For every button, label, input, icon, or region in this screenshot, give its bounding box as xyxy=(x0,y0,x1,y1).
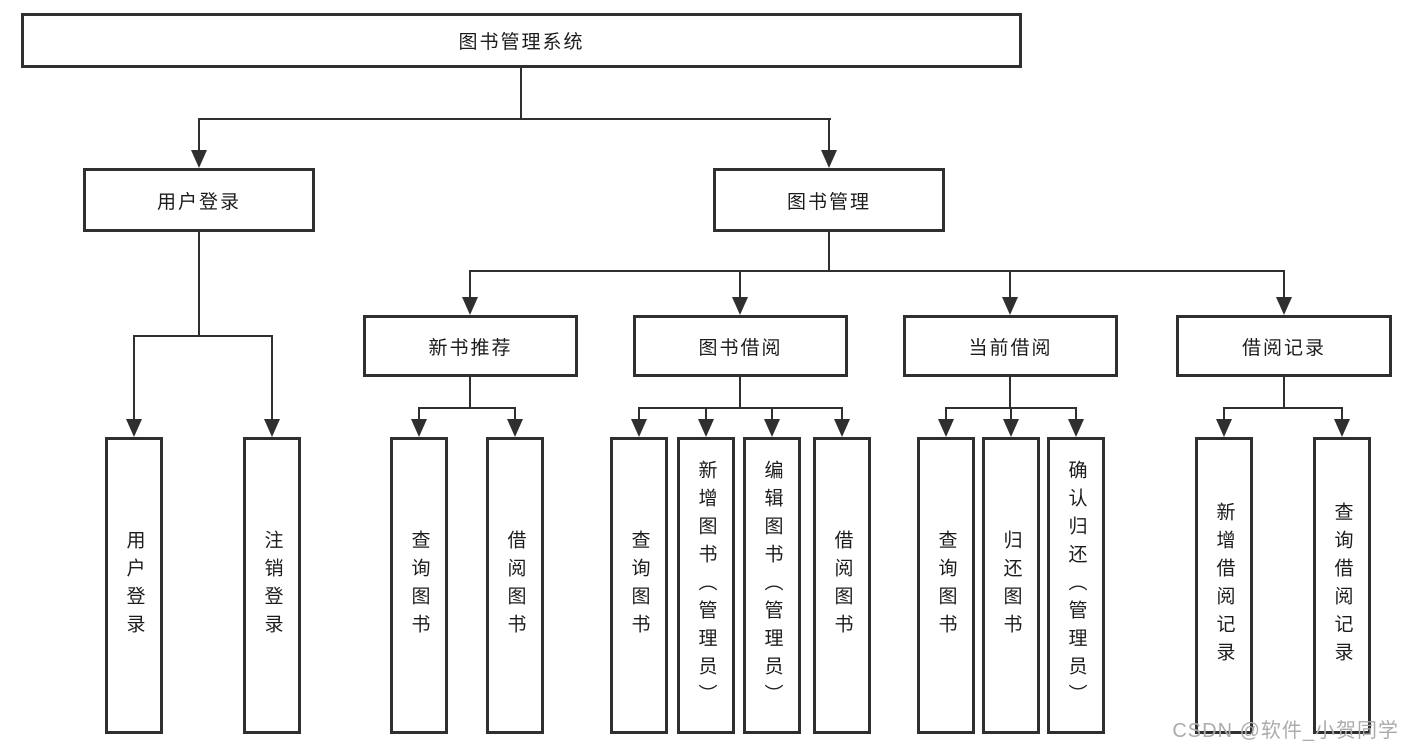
leaf-edit-book-admin: 编辑图书（管理员） xyxy=(743,437,801,734)
leaf-user-login: 用户登录 xyxy=(105,437,163,734)
leaf-label: 编辑图书（管理员） xyxy=(761,459,783,712)
leaf-label: 确认归还（管理员） xyxy=(1065,459,1087,712)
connector-level3-drop xyxy=(1283,270,1285,297)
leaf-label: 注销登录 xyxy=(261,529,283,642)
arrow-down-icon xyxy=(411,419,427,437)
connector-current-stem xyxy=(1009,377,1011,407)
leaf-logout: 注销登录 xyxy=(243,437,301,734)
arrow-down-icon xyxy=(834,419,850,437)
arrow-down-icon xyxy=(191,150,207,168)
connector-leaf-drop xyxy=(418,407,420,421)
node-new-book-recommend: 新书推荐 xyxy=(363,315,578,377)
connector-borrowing-rail xyxy=(638,407,843,409)
connector-recommend-rail xyxy=(418,407,516,409)
node-book-borrowing-label: 图书借阅 xyxy=(698,337,783,359)
node-new-book-recommend-label: 新书推荐 xyxy=(428,337,513,359)
arrow-down-icon xyxy=(1002,297,1018,315)
leaf-add-borrow-record: 新增借阅记录 xyxy=(1195,437,1253,734)
leaf-label: 查询图书 xyxy=(935,529,957,642)
leaf-label: 查询图书 xyxy=(408,529,430,642)
leaf-label: 借阅图书 xyxy=(831,529,853,642)
arrow-down-icon xyxy=(264,419,280,437)
arrow-down-icon xyxy=(732,297,748,315)
arrow-down-icon xyxy=(938,419,954,437)
connector-leaf-drop xyxy=(1010,407,1012,421)
connector-level3-drop xyxy=(1009,270,1011,297)
connector-leaf-drop xyxy=(271,335,273,419)
node-user-login-label: 用户登录 xyxy=(156,191,241,213)
leaf-label: 新增借阅记录 xyxy=(1213,501,1235,670)
arrow-down-icon xyxy=(631,419,647,437)
connector-book-mgmt-drop xyxy=(828,118,830,152)
connector-root-stem xyxy=(520,68,522,118)
arrow-down-icon xyxy=(1276,297,1292,315)
connector-user-login-stem xyxy=(198,232,200,335)
connector-leaf-drop xyxy=(705,407,707,421)
connector-leaf-drop xyxy=(841,407,843,421)
node-current-borrowing-label: 当前借阅 xyxy=(968,337,1053,359)
connector-level3-drop xyxy=(469,270,471,297)
leaf-query-books-current: 查询图书 xyxy=(917,437,975,734)
arrow-down-icon xyxy=(1003,419,1019,437)
node-user-login: 用户登录 xyxy=(83,168,315,232)
connector-level3-rail xyxy=(469,270,1285,272)
node-root: 图书管理系统 xyxy=(21,13,1022,68)
leaf-label: 查询图书 xyxy=(628,529,650,642)
node-borrow-records: 借阅记录 xyxy=(1176,315,1392,377)
node-borrow-records-label: 借阅记录 xyxy=(1241,337,1326,359)
connector-user-login-drop xyxy=(198,118,200,152)
csdn-watermark: CSDN @软件_小贺同学 xyxy=(1172,720,1399,742)
node-book-management: 图书管理 xyxy=(713,168,945,232)
arrow-down-icon xyxy=(698,419,714,437)
connector-borrowing-stem xyxy=(739,377,741,407)
leaf-query-borrow-record: 查询借阅记录 xyxy=(1313,437,1371,734)
leaf-query-books-borrowing: 查询图书 xyxy=(610,437,668,734)
arrow-down-icon xyxy=(1216,419,1232,437)
leaf-label: 用户登录 xyxy=(123,529,145,642)
leaf-confirm-return-admin: 确认归还（管理员） xyxy=(1047,437,1105,734)
leaf-return-book: 归还图书 xyxy=(982,437,1040,734)
connector-leaf-drop xyxy=(945,407,947,421)
leaf-label: 新增图书（管理员） xyxy=(695,459,717,712)
connector-leaf-drop xyxy=(1341,407,1343,421)
connector-level2-rail xyxy=(198,118,831,120)
connector-leaf-drop xyxy=(514,407,516,421)
node-root-label: 图书管理系统 xyxy=(458,32,585,53)
arrow-down-icon xyxy=(1334,419,1350,437)
arrow-down-icon xyxy=(126,419,142,437)
arrow-down-icon xyxy=(764,419,780,437)
connector-leaf-drop xyxy=(771,407,773,421)
connector-recommend-stem xyxy=(469,377,471,407)
connector-leaf-drop xyxy=(133,335,135,419)
arrow-down-icon xyxy=(507,419,523,437)
node-book-borrowing: 图书借阅 xyxy=(633,315,848,377)
arrow-down-icon xyxy=(821,150,837,168)
connector-records-stem xyxy=(1283,377,1285,407)
connector-leaf-drop xyxy=(1075,407,1077,421)
connector-leaf-drop xyxy=(638,407,640,421)
arrow-down-icon xyxy=(462,297,478,315)
connector-user-login-rail xyxy=(133,335,273,337)
connector-book-mgmt-stem xyxy=(828,232,830,270)
arrow-down-icon xyxy=(1068,419,1084,437)
leaf-add-book-admin: 新增图书（管理员） xyxy=(677,437,735,734)
leaf-borrow-books-borrowing: 借阅图书 xyxy=(813,437,871,734)
leaf-query-books-recommend: 查询图书 xyxy=(390,437,448,734)
leaf-label: 归还图书 xyxy=(1000,529,1022,642)
leaf-label: 借阅图书 xyxy=(504,529,526,642)
connector-level3-drop xyxy=(739,270,741,297)
leaf-borrow-books-recommend: 借阅图书 xyxy=(486,437,544,734)
connector-leaf-drop xyxy=(1223,407,1225,421)
connector-records-rail xyxy=(1223,407,1343,409)
node-book-management-label: 图书管理 xyxy=(786,191,871,213)
leaf-label: 查询借阅记录 xyxy=(1331,501,1353,670)
node-current-borrowing: 当前借阅 xyxy=(903,315,1118,377)
